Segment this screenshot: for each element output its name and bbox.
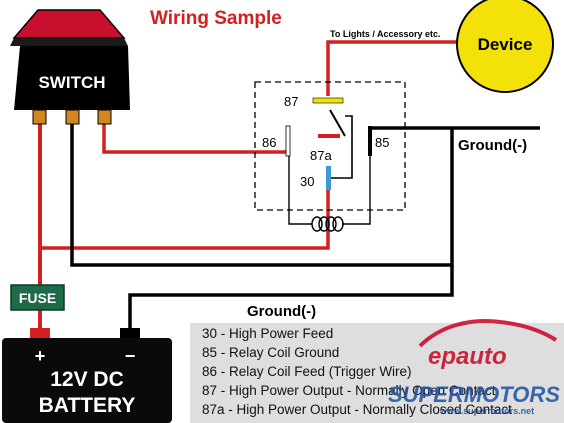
wires xyxy=(38,40,540,330)
ground-label-bottom: Ground(-) xyxy=(247,303,316,320)
battery-label-line1: 12V DC xyxy=(50,368,124,391)
fuse-label: FUSE xyxy=(19,290,56,306)
relay-pin30 xyxy=(326,166,331,190)
wire-switch-to-pin86 xyxy=(102,122,287,154)
battery: + − 12V DC BATTERY xyxy=(2,328,172,423)
switch-label: SWITCH xyxy=(38,73,105,92)
relay-box xyxy=(254,81,406,211)
legend-pin85: 85 - Relay Coil Ground xyxy=(202,345,340,360)
device-feed-label: To Lights / Accessory etc. xyxy=(330,29,441,39)
switch-rocker-shadow xyxy=(10,38,128,46)
device-circle xyxy=(456,0,554,93)
relay: 87 87a 86 85 30 xyxy=(254,81,406,232)
legend-pin87: 87 - High Power Output - Normally Open C… xyxy=(202,383,496,398)
battery-body xyxy=(2,338,172,423)
battery-terminal-positive xyxy=(30,328,50,338)
battery-minus-sign: − xyxy=(125,346,136,366)
battery-plus-sign: + xyxy=(35,346,46,366)
device-label: Device xyxy=(478,35,533,54)
pin-legend: 30 - High Power Feed 85 - Relay Coil Gro… xyxy=(190,323,564,423)
relay-contact-arm xyxy=(329,109,346,137)
relay-coil-wire-left xyxy=(288,156,312,225)
relay-pin87a-label: 87a xyxy=(310,148,332,163)
relay-pin87-label: 87 xyxy=(284,94,298,109)
wire-battery-negative-ground xyxy=(128,265,454,330)
relay-pin86 xyxy=(285,125,291,157)
relay-coil xyxy=(311,216,344,232)
relay-coil-wire-right xyxy=(342,156,371,225)
battery-label-line2: BATTERY xyxy=(39,394,136,417)
switch-terminal-right xyxy=(97,109,112,125)
switch-rocker-top[interactable] xyxy=(12,9,126,39)
legend-pin87a: 87a - High Power Output - Normally Close… xyxy=(202,402,512,417)
switch-body[interactable] xyxy=(14,46,130,110)
switch-terminal-left xyxy=(32,109,47,125)
fuse-body xyxy=(10,284,65,311)
rocker-switch[interactable]: SWITCH xyxy=(10,9,130,125)
legend-pin86: 86 - Relay Coil Feed (Trigger Wire) xyxy=(202,364,412,379)
wire-switch-ground xyxy=(70,122,454,267)
diagram-title: Wiring Sample xyxy=(150,8,282,29)
relay-contact-link xyxy=(328,115,353,179)
ground-label-right: Ground(-) xyxy=(458,137,527,154)
relay-pin30-label: 30 xyxy=(300,174,314,189)
wire-pin87-to-device xyxy=(326,40,458,96)
relay-pin87 xyxy=(312,97,344,104)
relay-pin85 xyxy=(368,126,372,156)
relay-pin86-label: 86 xyxy=(262,135,276,150)
switch-terminal-middle xyxy=(65,109,80,125)
battery-terminal-negative xyxy=(120,328,140,338)
legend-pin30: 30 - High Power Feed xyxy=(202,326,334,341)
wire-battery-to-pin30 xyxy=(40,186,330,250)
fuse: FUSE xyxy=(10,284,65,311)
device: To Lights / Accessory etc. Device xyxy=(330,0,554,93)
relay-pin87a xyxy=(318,134,340,138)
relay-pin85-label: 85 xyxy=(375,135,389,150)
